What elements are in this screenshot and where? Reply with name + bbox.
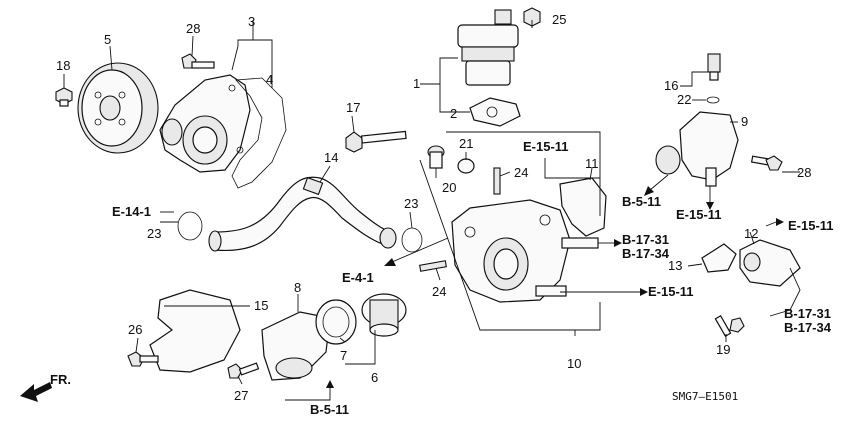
callout-17: 17 xyxy=(346,100,360,115)
o-ring-part-23-right[interactable] xyxy=(401,227,423,253)
bolt-part-28-top[interactable] xyxy=(181,53,215,69)
ref-e15-right: E-15-11 xyxy=(788,218,834,233)
ref-e14: E-14-1 xyxy=(112,204,151,219)
connector-gasket-part-13[interactable] xyxy=(701,243,737,273)
washer-part-21[interactable] xyxy=(457,158,475,174)
ref-b17-31-b: B-17-31 xyxy=(784,306,831,321)
callout-7: 7 xyxy=(340,348,347,363)
connector-pipe-part[interactable] xyxy=(739,239,801,287)
callout-10: 10 xyxy=(567,356,581,371)
ref-b5-top: B-5-11 xyxy=(622,194,661,209)
callout-27: 27 xyxy=(234,388,248,403)
callout-16: 16 xyxy=(664,78,678,93)
water-hose-part[interactable] xyxy=(208,176,397,252)
callout-11: 11 xyxy=(585,156,599,171)
front-direction-arrow-icon xyxy=(20,382,52,402)
bolt-part-26[interactable] xyxy=(127,351,159,367)
long-bolt-part-17[interactable] xyxy=(345,130,407,153)
callout-23-left: 23 xyxy=(147,226,161,241)
egr-valve-part[interactable] xyxy=(457,9,519,86)
callout-20: 20 xyxy=(442,180,456,195)
bolt-part-19[interactable] xyxy=(714,315,745,337)
water-outlet-part[interactable] xyxy=(655,111,739,187)
ref-b17-34-b: B-17-34 xyxy=(784,320,832,335)
callout-22: 22 xyxy=(677,92,691,107)
callout-18: 18 xyxy=(56,58,70,73)
callout-6: 6 xyxy=(371,370,378,385)
ref-e15-low: E-15-11 xyxy=(648,284,694,299)
callout-5: 5 xyxy=(104,32,111,47)
o-ring-part-23-left[interactable] xyxy=(177,211,203,241)
callout-13: 13 xyxy=(668,258,682,273)
leader-lines xyxy=(63,20,755,385)
bolt-part-28-right[interactable] xyxy=(750,155,783,171)
callout-25: 25 xyxy=(552,12,566,27)
water-pump-part[interactable] xyxy=(159,74,251,173)
egr-gasket-part[interactable] xyxy=(469,97,521,127)
bracket-part-15[interactable] xyxy=(149,289,241,373)
thermostat-part[interactable] xyxy=(361,293,407,337)
callout-28-right: 28 xyxy=(797,165,811,180)
ref-b17-31-a: B-17-31 xyxy=(622,232,669,247)
pump-gasket-part[interactable] xyxy=(231,77,287,189)
callout-15: 15 xyxy=(254,298,268,313)
plug-part-20[interactable] xyxy=(427,145,445,169)
callout-3: 3 xyxy=(248,14,255,29)
callout-9: 9 xyxy=(741,114,748,129)
callout-24-top: 24 xyxy=(514,165,528,180)
callout-2: 2 xyxy=(450,106,457,121)
callout-23-right: 23 xyxy=(404,196,418,211)
thermostat-housing-part[interactable] xyxy=(451,199,599,303)
callout-19: 19 xyxy=(716,342,730,357)
ref-e15-mid: E-15-11 xyxy=(676,207,722,222)
callout-14: 14 xyxy=(324,150,338,165)
o-ring-part-22[interactable] xyxy=(706,96,720,104)
ref-e15-top: E-15-11 xyxy=(523,139,569,154)
callout-21: 21 xyxy=(459,136,473,151)
callout-26: 26 xyxy=(128,322,142,337)
stud-part-24-bottom[interactable] xyxy=(419,260,447,272)
reference-codes: E-15-11 E-15-11 E-15-11 E-15-11 E-14-1 E… xyxy=(50,139,834,417)
callout-28-top: 28 xyxy=(186,21,200,36)
callout-4: 4 xyxy=(266,72,273,87)
temperature-sensor-part[interactable] xyxy=(707,53,721,81)
stud-part-24-top[interactable] xyxy=(493,167,501,195)
callout-24-bottom: 24 xyxy=(432,284,446,299)
ref-e4: E-4-1 xyxy=(342,270,374,285)
thermostat-gasket-part[interactable] xyxy=(315,299,357,345)
ref-b17-34-a: B-17-34 xyxy=(622,246,670,261)
pulley-part[interactable] xyxy=(77,62,159,154)
diagram-code: SMG7—E1501 xyxy=(672,390,738,403)
bolt-part-27[interactable] xyxy=(227,362,260,379)
nut-part-25[interactable] xyxy=(523,7,541,27)
housing-gasket-part-11[interactable] xyxy=(559,177,607,237)
ref-b5-bottom: B-5-11 xyxy=(310,402,349,417)
thermostat-cover-part[interactable] xyxy=(261,311,331,381)
reference-arrows xyxy=(160,158,801,401)
callout-1: 1 xyxy=(413,76,420,91)
callout-8: 8 xyxy=(294,280,301,295)
callout-12: 12 xyxy=(744,226,758,241)
callout-numbers: 1 2 3 4 5 6 7 8 9 10 11 12 13 14 15 16 1… xyxy=(56,12,811,403)
bolt-part-18[interactable] xyxy=(55,87,73,107)
front-label: FR. xyxy=(50,372,71,387)
